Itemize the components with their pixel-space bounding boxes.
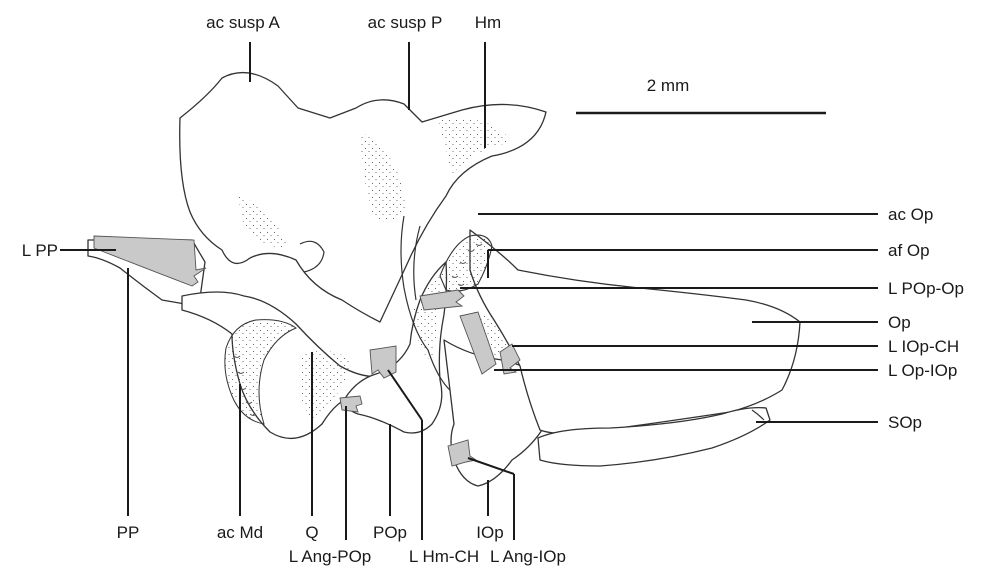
label-q: Q bbox=[305, 523, 318, 542]
label-ac-susp-a: ac susp A bbox=[206, 13, 280, 32]
label-l-pop-op: L POp-Op bbox=[888, 279, 964, 298]
label-hm: Hm bbox=[475, 13, 501, 32]
label-op: Op bbox=[888, 313, 911, 332]
label-iop: IOp bbox=[476, 523, 503, 542]
label-ac-susp-p: ac susp P bbox=[368, 13, 443, 32]
label-l-op-iop: L Op-IOp bbox=[888, 361, 957, 380]
ligament-l-hm-ch bbox=[370, 346, 396, 378]
label-pp: PP bbox=[117, 523, 140, 542]
label-sop: SOp bbox=[888, 413, 922, 432]
label-l-pp: L PP bbox=[22, 241, 58, 260]
label-ac-op: ac Op bbox=[888, 205, 933, 224]
label-pop: POp bbox=[373, 523, 407, 542]
label-af-op: af Op bbox=[888, 241, 930, 260]
label-l-ang-pop: L Ang-POp bbox=[289, 547, 372, 566]
label-l-hm-ch: L Hm-CH bbox=[409, 547, 479, 566]
label-l-iop-ch: L IOp-CH bbox=[888, 337, 959, 356]
label-l-ang-iop: L Ang-IOp bbox=[490, 547, 566, 566]
scale-label: 2 mm bbox=[647, 76, 690, 95]
label-ac-md: ac Md bbox=[217, 523, 263, 542]
